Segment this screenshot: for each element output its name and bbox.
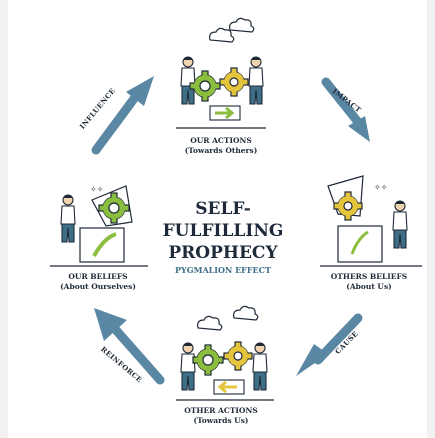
- node-our-actions: OUR ACTIONS (Towards Others): [156, 136, 286, 156]
- node-subtitle: (About Us): [346, 282, 392, 291]
- node-others-beliefs: OTHERS BELIEFS (About Us): [314, 272, 424, 292]
- node-title: OTHERS BELIEFS: [330, 272, 408, 281]
- illustration-our-actions: [176, 17, 266, 129]
- svg-text:✧✧: ✧✧: [90, 185, 104, 194]
- node-other-actions: OTHER ACTIONS (Towards Us): [156, 406, 286, 426]
- arrow-bottom-right: [296, 313, 363, 376]
- cycle-graphics: ✧✧ ✧✧: [50, 17, 422, 401]
- node-title: OTHER ACTIONS: [184, 406, 258, 415]
- arrow-bottom-left: [94, 308, 165, 385]
- arrow-top-right: [321, 77, 370, 142]
- node-subtitle: (About Ourselves): [60, 282, 136, 291]
- node-our-beliefs: OUR BELIEFS (About Ourselves): [38, 272, 158, 292]
- diagram-title: SELF- FULFILLING PROPHECY: [148, 198, 298, 264]
- title-line: PROPHECY: [168, 243, 278, 263]
- svg-text:✧✧: ✧✧: [374, 183, 388, 192]
- node-subtitle: (Towards Others): [184, 146, 258, 155]
- title-line: FULFILLING: [162, 221, 284, 241]
- illustration-other-actions: [176, 305, 274, 401]
- arrow-top-left: [91, 76, 154, 155]
- diagram-subtitle: PYGMALION EFFECT: [175, 265, 271, 275]
- node-subtitle: (Towards Us): [193, 416, 249, 425]
- illustration-our-beliefs: ✧✧: [50, 185, 148, 267]
- node-title: OUR ACTIONS: [190, 136, 252, 145]
- title-line: SELF-: [195, 199, 251, 219]
- diagram-canvas: ✧✧ ✧✧ IMPACT CAUSE REINFORCE INFLUENC: [8, 0, 427, 438]
- node-title: OUR BELIEFS: [68, 272, 128, 281]
- illustration-others-beliefs: ✧✧: [320, 175, 422, 267]
